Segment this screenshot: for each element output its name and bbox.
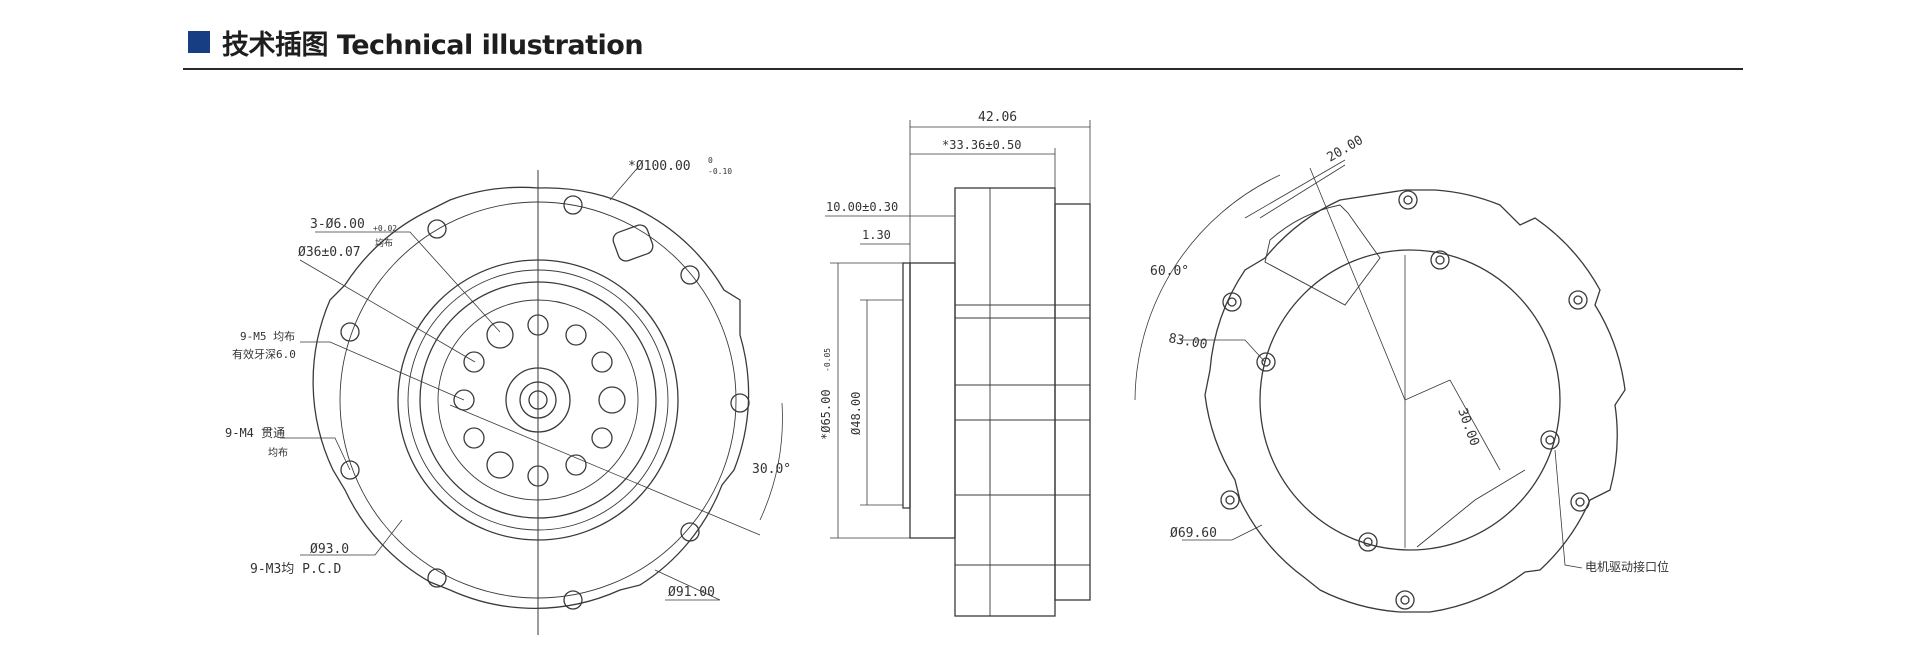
- front-m4-label: 9-M4 贯通: [225, 426, 285, 440]
- section-header: 技术插图 Technical illustration: [188, 22, 644, 62]
- front-outer-dia-label: *Ø100.00: [628, 159, 691, 174]
- side-left-flange: [909, 262, 956, 539]
- front-outer-tol-top: 0: [708, 156, 713, 165]
- header-divider: [183, 68, 1743, 70]
- front-dia93-label: Ø93.0: [310, 542, 349, 557]
- rear-construction-lines: [1134, 159, 1583, 569]
- front-dia36-label: Ø36±0.07: [298, 245, 361, 260]
- front-centerline-diagonal: [449, 404, 761, 536]
- front-outer-tol-bot: -0.10: [708, 167, 732, 176]
- front-angle-label: 30.0°: [752, 462, 791, 477]
- rear-connector-cut: [1416, 469, 1526, 548]
- front-circle-130: [407, 269, 669, 531]
- rear-holes: [1220, 190, 1590, 610]
- side-dia65-tol: -0.05: [823, 348, 832, 372]
- side-flange-thickness-label: 10.00±0.30: [826, 200, 898, 214]
- front-ear-holes: [340, 195, 750, 610]
- side-dia48-label: Ø48.00: [849, 392, 863, 435]
- front-m5-label: 9-M5 均布: [240, 330, 295, 343]
- front-m3-pcd-label: 9-M3均 P.C.D: [250, 562, 341, 577]
- front-circle-100: [437, 299, 639, 501]
- front-holes3-tol: +0.02: [373, 224, 397, 233]
- front-holes3-note: 均布: [375, 237, 393, 249]
- rear-connector-note: 电机驱动接口位: [1585, 559, 1669, 574]
- side-inner-section: [989, 187, 1056, 617]
- rear-dim30-label: 30.00: [1454, 406, 1481, 448]
- front-circle-140: [397, 259, 679, 541]
- front-circle-118: [419, 281, 657, 519]
- front-leaders: [280, 164, 783, 601]
- rear-outer-outline: [1204, 189, 1626, 613]
- side-dia65-label: *Ø65.00: [819, 389, 833, 440]
- section-title: 技术插图 Technical illustration: [222, 29, 644, 61]
- side-main-body: [954, 187, 1056, 617]
- rear-dim83-label: 83.00: [1167, 331, 1208, 353]
- side-step-label: 1.30: [862, 228, 891, 242]
- rear-inner-body: [1264, 204, 1381, 306]
- front-m5-depth-label: 有效牙深6.0: [232, 347, 296, 361]
- rear-dim20-label: 20.00: [1325, 133, 1366, 166]
- front-m4-note: 均布: [268, 447, 288, 459]
- rear-view: 20.00 60.0° 83.00 30.00 Ø69.60 电机驱动接口位: [1134, 133, 1669, 613]
- side-width-total-label: 42.06: [978, 110, 1017, 125]
- front-holes3-label: 3-Ø6.00: [310, 217, 365, 232]
- front-outer-outline: [312, 186, 750, 609]
- front-dia91-label: Ø91.00: [668, 585, 715, 600]
- front-bolt-holes: [453, 314, 626, 487]
- front-hub-inner: [519, 381, 557, 419]
- side-dimension-lines: [825, 120, 1091, 539]
- front-connector-block: [612, 224, 654, 262]
- rear-dia69-label: Ø69.60: [1170, 526, 1217, 541]
- front-inner-rim: [339, 201, 737, 599]
- header-square-icon: [188, 31, 210, 53]
- rear-inner-circle: [1259, 249, 1561, 551]
- side-right-boss: [1054, 203, 1091, 601]
- front-shaft: [528, 390, 548, 410]
- side-section-lines: [955, 304, 1090, 566]
- side-width-body-label: *33.36±0.50: [942, 138, 1021, 152]
- side-view: 42.06 *33.36±0.50 10.00±0.30 1.30 *Ø65.0…: [819, 110, 1091, 617]
- rear-angle60-label: 60.0°: [1150, 264, 1189, 279]
- side-flange-step: [902, 262, 911, 509]
- front-hub-outer: [505, 367, 571, 433]
- front-view: *Ø100.00 0 -0.10 3-Ø6.00 +0.02 均布 Ø36±0.…: [225, 156, 791, 635]
